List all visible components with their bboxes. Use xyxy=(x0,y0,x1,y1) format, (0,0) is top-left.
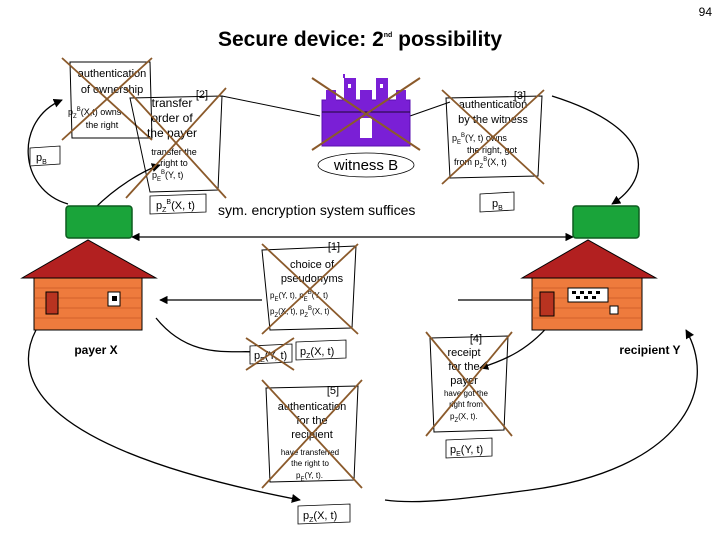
svg-text:[1]: [1] xyxy=(328,241,340,253)
curved-arrow xyxy=(27,329,301,503)
cross-line xyxy=(311,77,421,151)
svg-text:pEB(Y, t) owns: pEB(Y, t) owns xyxy=(452,133,507,146)
doc-5-recipient-authentication: [5] authentication for the recipient hav… xyxy=(265,385,359,483)
svg-text:by the witness: by the witness xyxy=(458,114,528,126)
device-left xyxy=(65,205,133,239)
svg-text:pZ(X, t).: pZ(X, t). xyxy=(450,412,478,424)
payer-label: payer X xyxy=(74,343,117,357)
svg-text:payer: payer xyxy=(450,375,478,387)
svg-text:pseudonyms: pseudonyms xyxy=(281,273,344,285)
cross-line xyxy=(441,89,545,185)
page-title: Secure device: 2nd possibility xyxy=(218,28,502,51)
pZ-token: pZ(X, t) xyxy=(295,339,347,361)
curved-arrow xyxy=(27,98,69,205)
svg-text:order of: order of xyxy=(151,111,193,125)
pB-right-badge: pB xyxy=(479,191,515,213)
doc-authentication-ownership: authentication of ownership pZB(X,t) own… xyxy=(68,61,153,139)
svg-text:pB: pB xyxy=(36,152,47,166)
svg-text:authentication: authentication xyxy=(78,68,147,80)
recipient-house-icon xyxy=(520,239,658,331)
svg-text:the payer: the payer xyxy=(147,126,197,140)
cross-line xyxy=(261,379,363,489)
svg-text:have transferred: have transferred xyxy=(281,448,339,457)
svg-text:have got the: have got the xyxy=(444,389,489,398)
pE-token-right: pE(Y, t) xyxy=(445,437,493,459)
svg-text:right from: right from xyxy=(449,400,483,409)
cross-line xyxy=(425,331,513,437)
device-right xyxy=(572,205,640,239)
svg-text:pZ(X, t), pZB(X, t): pZ(X, t), pZB(X, t) xyxy=(270,306,330,319)
link-line xyxy=(221,95,321,117)
svg-text:[3]: [3] xyxy=(514,90,526,102)
link-line xyxy=(409,101,451,117)
svg-text:pE(Y, t).: pE(Y, t). xyxy=(296,471,323,483)
svg-text:pE(Y, t): pE(Y, t) xyxy=(450,444,483,458)
svg-text:[4]: [4] xyxy=(470,333,482,345)
svg-text:right to: right to xyxy=(160,158,188,168)
page-number: 94 xyxy=(699,5,713,19)
pB-left-badge: pB xyxy=(29,145,61,167)
doc-1-choice-of-pseudonyms: [1] choice of pseudonyms pE(Y, t), pEB(Y… xyxy=(261,241,357,331)
witness-castle-icon xyxy=(321,74,411,147)
cross-line xyxy=(245,337,295,371)
svg-text:pZB(X,t) owns: pZB(X,t) owns xyxy=(68,107,122,120)
curved-arrow xyxy=(551,95,640,205)
svg-text:pE(Y, t), pEB(Y, t): pE(Y, t), pEB(Y, t) xyxy=(270,290,328,303)
cross-line xyxy=(125,87,227,199)
cross-line xyxy=(261,243,359,335)
svg-text:pB: pB xyxy=(492,198,503,212)
svg-text:of ownership: of ownership xyxy=(81,84,143,96)
svg-text:pZ(X, t): pZ(X, t) xyxy=(303,510,337,524)
svg-text:[2]: [2] xyxy=(196,89,208,101)
svg-text:pZB(X, t): pZB(X, t) xyxy=(156,199,195,214)
curved-arrow xyxy=(384,329,698,503)
doc-3-witness-authentication: [3] authentication by the witness pEB(Y,… xyxy=(445,90,543,179)
svg-text:for the: for the xyxy=(448,361,479,373)
witness-label: witness B xyxy=(333,157,398,174)
svg-text:authentication: authentication xyxy=(278,401,347,413)
svg-text:the right to: the right to xyxy=(291,459,329,468)
doc-2-transfer-order: [2] transfer order of the payer transfer… xyxy=(129,89,223,193)
svg-text:the right: the right xyxy=(86,120,119,130)
svg-text:choice of: choice of xyxy=(290,259,335,271)
pZ-token-bottom: pZ(X, t) xyxy=(297,503,351,525)
svg-text:the right, got: the right, got xyxy=(467,145,518,155)
cross-line xyxy=(61,57,153,141)
svg-text:transfer the: transfer the xyxy=(151,147,197,157)
recipient-label: recipient Y xyxy=(619,343,680,357)
svg-text:receipt: receipt xyxy=(447,347,480,359)
svg-text:[5]: [5] xyxy=(327,385,339,397)
svg-text:pEB(Y, t): pEB(Y, t) xyxy=(152,170,183,183)
svg-text:pZ(X, t): pZ(X, t) xyxy=(300,346,334,360)
svg-text:for the: for the xyxy=(296,415,327,427)
pZB-token: pZB(X, t) xyxy=(149,193,207,215)
svg-text:from pZB(X, t): from pZB(X, t) xyxy=(454,157,507,170)
payer-house-icon xyxy=(20,239,158,331)
curved-arrow xyxy=(155,317,259,356)
svg-text:authentication: authentication xyxy=(459,99,528,111)
svg-text:transfer: transfer xyxy=(152,96,193,110)
sym-encryption-label: sym. encryption system suffices xyxy=(218,202,415,218)
doc-4-receipt-for-payer: [4] receipt for the payer have got the r… xyxy=(429,333,509,433)
